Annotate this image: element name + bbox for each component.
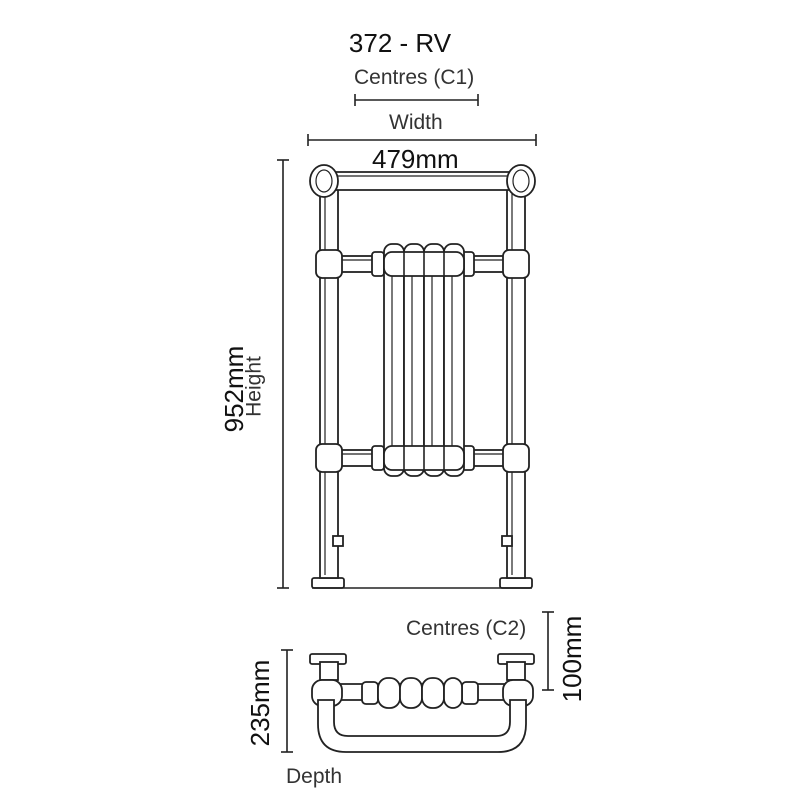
c2-value: 100mm [557, 615, 587, 703]
radiator-top-view [309, 653, 535, 753]
model-title: 372 - RV [348, 28, 452, 58]
depth-dimension-line [281, 649, 293, 753]
width-label: Width [389, 111, 443, 134]
centres-c2-label: Centres (C2) [406, 617, 527, 640]
c2-dimension-line [542, 611, 554, 691]
c1-dimension-line [354, 94, 479, 106]
depth-value: 235mm [245, 659, 275, 747]
depth-label: Depth [286, 765, 343, 788]
height-label: Height [242, 356, 266, 417]
radiator-front-view [309, 164, 536, 589]
height-dimension-line [277, 159, 289, 589]
width-value: 479mm [372, 144, 459, 174]
width-dimension-line [307, 134, 537, 146]
centres-c1-label: Centres (C1) [354, 66, 475, 89]
